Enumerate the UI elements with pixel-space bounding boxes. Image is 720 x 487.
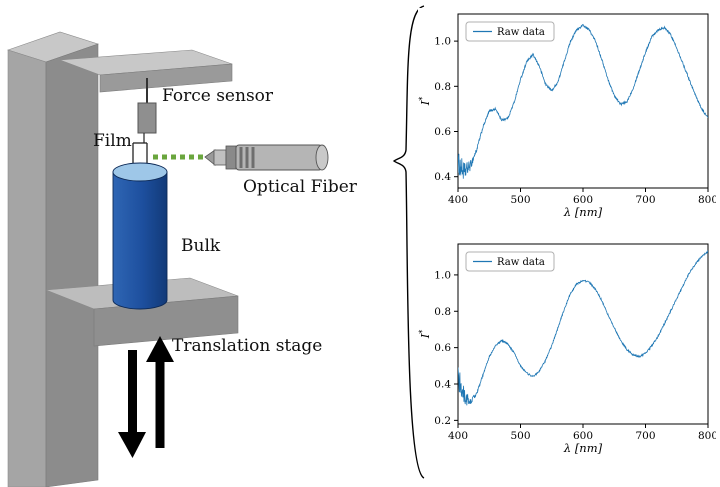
svg-text:800: 800 — [698, 430, 716, 442]
svg-text:I*: I* — [418, 330, 432, 340]
fiber-collar — [225, 145, 237, 170]
bulk-cylinder-body — [112, 171, 168, 310]
svg-text:700: 700 — [635, 194, 655, 206]
fiber-end-cap — [315, 144, 329, 171]
svg-text:I*: I* — [418, 97, 432, 107]
spectrum-chart-bottom: 400 500 600 700 800 0.2 0.4 0.6 0.8 1.0 λ [nm] I* Ra… — [418, 238, 716, 456]
svg-text:400: 400 — [448, 194, 468, 206]
svg-text:λ [nm]: λ [nm] — [563, 205, 603, 219]
fiber-tip — [204, 149, 216, 166]
film-label: Film — [93, 131, 132, 151]
spectrum-chart-bottom-svg: 400 500 600 700 800 0.2 0.4 0.6 0.8 1.0 λ [nm] I* Ra… — [418, 243, 716, 455]
force-sensor-label: Force sensor — [162, 86, 274, 106]
svg-text:800: 800 — [698, 194, 716, 206]
svg-text:Raw data: Raw data — [497, 257, 545, 268]
optical-fiber — [204, 144, 329, 171]
svg-text:400: 400 — [448, 430, 468, 442]
svg-text:0.8: 0.8 — [434, 306, 451, 318]
svg-text:600: 600 — [573, 194, 593, 206]
fiber-body — [235, 144, 323, 171]
column-front-face — [7, 49, 47, 487]
svg-text:1.0: 1.0 — [434, 269, 451, 281]
svg-text:0.2: 0.2 — [434, 415, 451, 427]
svg-text:λ [nm]: λ [nm] — [563, 441, 603, 455]
svg-text:0.6: 0.6 — [434, 342, 451, 354]
svg-text:0.8: 0.8 — [434, 81, 451, 93]
svg-text:600: 600 — [573, 430, 593, 442]
apparatus-diagram — [7, 5, 425, 487]
down-arrow — [118, 350, 146, 458]
bulk-label: Bulk — [181, 236, 221, 256]
svg-text:0.6: 0.6 — [434, 126, 451, 138]
svg-text:500: 500 — [510, 194, 530, 206]
svg-text:Raw data: Raw data — [497, 27, 545, 38]
top-shelf-front-face — [99, 63, 233, 93]
column-side-face — [45, 43, 99, 487]
spectrum-chart-top-svg: 400 500 600 700 800 0.4 0.6 0.8 1.0 λ [nm] I* Raw d… — [418, 13, 716, 219]
translation-stage-label: Translation stage — [172, 336, 323, 356]
bulk-cylinder-top — [112, 162, 168, 182]
svg-text:0.4: 0.4 — [434, 379, 451, 391]
force-sensor-body — [137, 102, 157, 134]
optical-fiber-label: Optical Fiber — [243, 177, 357, 197]
fiber-ferrule — [213, 149, 227, 166]
svg-text:0.4: 0.4 — [434, 171, 451, 183]
svg-text:1.0: 1.0 — [434, 36, 451, 48]
brace — [392, 5, 425, 479]
up-arrow — [146, 336, 174, 448]
svg-text:500: 500 — [510, 430, 530, 442]
spectrum-chart-top: 400 500 600 700 800 0.4 0.6 0.8 1.0 λ [nm] I* Raw d… — [418, 8, 716, 220]
svg-text:700: 700 — [635, 430, 655, 442]
